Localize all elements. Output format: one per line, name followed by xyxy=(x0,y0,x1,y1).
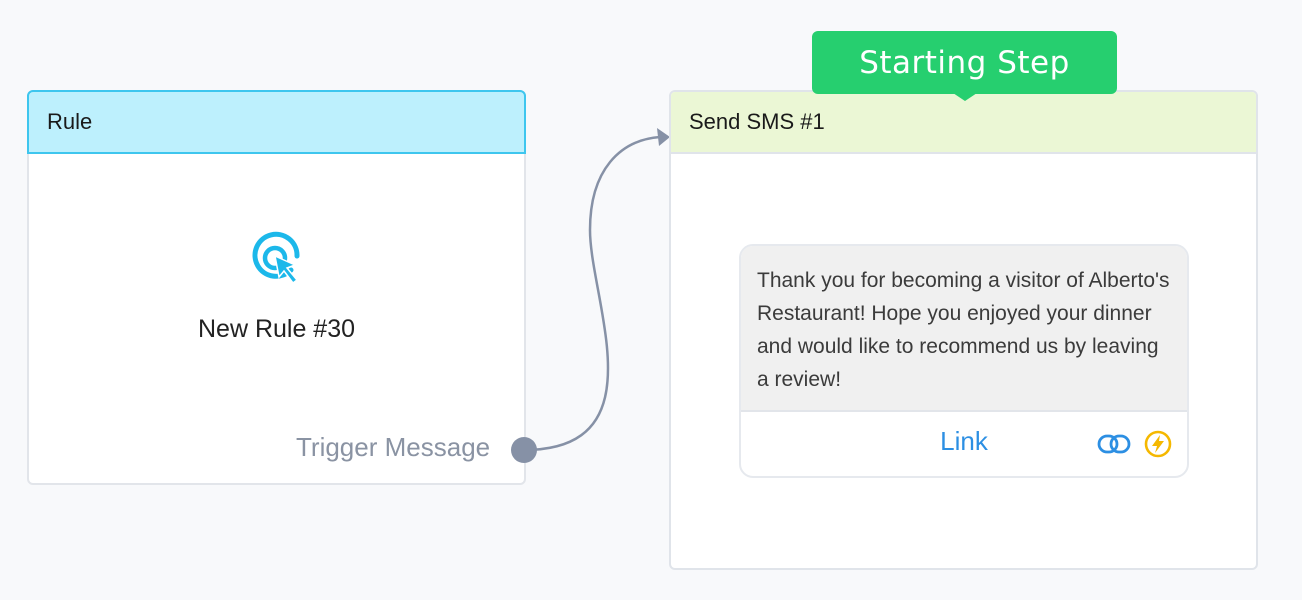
sms-node-header: Send SMS #1 xyxy=(671,92,1256,154)
sms-preview: Thank you for becoming a visitor of Albe… xyxy=(739,244,1189,478)
link-button[interactable]: Link xyxy=(940,426,988,456)
rule-node[interactable]: Rule xyxy=(27,90,526,485)
link-chain-icon[interactable] xyxy=(1097,432,1131,456)
rule-name: New Rule #30 xyxy=(197,315,356,343)
sms-message-text: Thank you for becoming a visitor of Albe… xyxy=(741,246,1187,410)
output-port[interactable] xyxy=(511,437,537,463)
sms-footer: Link xyxy=(741,410,1187,476)
starting-step-badge: Starting Step xyxy=(812,31,1117,94)
rule-node-header: Rule xyxy=(27,90,526,154)
cursor-click-icon xyxy=(252,231,300,285)
lightning-bolt-icon[interactable] xyxy=(1144,430,1172,458)
trigger-message-label: Trigger Message xyxy=(296,432,491,462)
connector-arrowhead xyxy=(657,128,670,146)
